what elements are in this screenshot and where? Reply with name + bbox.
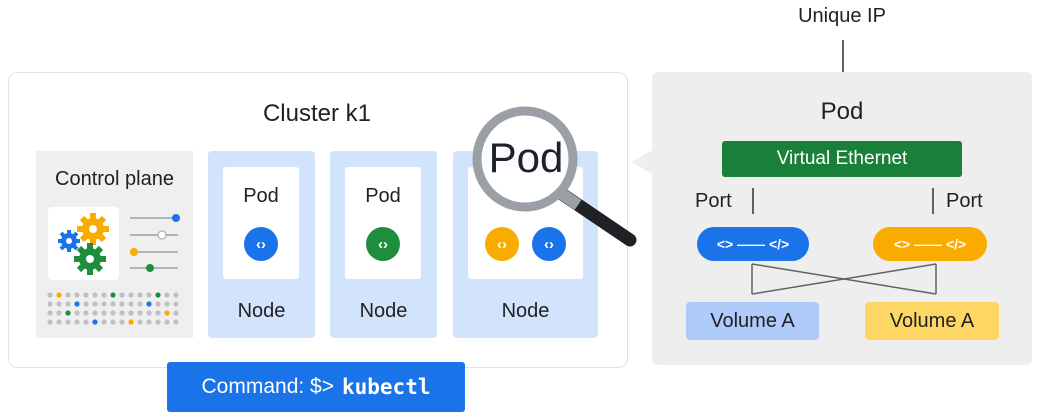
virtual-ethernet-bar: Virtual Ethernet — [722, 141, 962, 177]
port-right-label: Port — [946, 190, 983, 212]
magnifier-pod-label: Pod — [488, 134, 564, 181]
status-dot-grid — [46, 291, 186, 332]
gear-green-icon — [74, 243, 106, 275]
magnifier-icon — [470, 104, 645, 254]
pod-detail-title: Pod — [820, 98, 864, 125]
code-icon: ‹› — [244, 227, 278, 261]
callout-notch — [632, 150, 652, 174]
unique-ip-label: Unique IP — [798, 5, 886, 27]
code-icon: ‹› — [366, 227, 400, 261]
command-bar: Command: $> kubectl — [167, 362, 465, 412]
cluster-title: Cluster k1 — [262, 100, 372, 127]
code-icon: ‹› — [485, 227, 519, 261]
command-prefix: Command: $> — [201, 375, 334, 398]
control-plane-title: Control plane — [55, 168, 174, 190]
port-right-code-pill: <> —— </> — [873, 227, 987, 261]
node-1-label: Node — [237, 300, 286, 322]
node-2-pod-card — [345, 167, 421, 279]
node-1-pod-label: Pod — [243, 185, 279, 207]
gear-yellow-icon — [77, 213, 109, 245]
port-left-label: Port — [695, 190, 732, 212]
volume-right: Volume A — [865, 302, 999, 340]
volume-left: Volume A — [686, 302, 819, 340]
code-icon: ‹› — [532, 227, 566, 261]
node-2-pod-label: Pod — [365, 185, 401, 207]
gear-blue-icon — [58, 230, 80, 252]
command-text: kubectl — [341, 375, 431, 399]
gears-icon — [48, 207, 119, 280]
sliders-icon — [126, 210, 186, 279]
port-left-line — [752, 188, 754, 214]
node-3-label: Node — [501, 300, 550, 322]
node-1-pod-card — [223, 167, 299, 279]
port-right-line — [932, 188, 934, 214]
volume-crossing-lines — [750, 262, 940, 303]
port-left-code-pill: <> —— </> — [697, 227, 809, 261]
unique-ip-line — [842, 40, 844, 92]
node-2-label: Node — [359, 300, 408, 322]
